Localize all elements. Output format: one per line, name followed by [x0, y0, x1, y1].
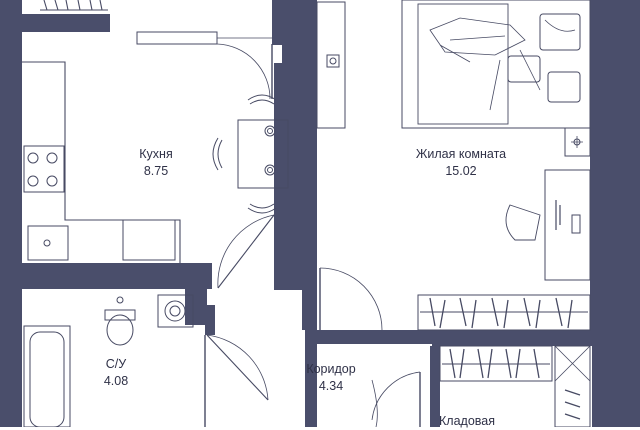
living-room-label: Жилая комната 15.02: [416, 146, 506, 180]
kitchen-name: Кухня: [139, 147, 173, 161]
kitchen-label: Кухня 8.75: [139, 146, 172, 180]
corridor-label: Коридор 4.34: [306, 361, 355, 395]
corridor-area: 4.34: [318, 379, 344, 393]
storage-name: Кладовая: [439, 414, 495, 428]
living-room-area: 15.02: [445, 164, 477, 178]
bathroom-room: [23, 294, 269, 427]
corridor-area: [371, 371, 421, 427]
living-room: [316, 0, 591, 331]
bathroom-label: С/У 4.08: [104, 356, 128, 390]
corridor-name: Коридор: [306, 362, 356, 376]
storage-room: [439, 345, 591, 427]
storage-label: Кладовая: [439, 413, 495, 430]
living-room-name: Жилая комната: [415, 147, 507, 161]
kitchen-room: [22, 31, 289, 289]
kitchen-area: 8.75: [143, 164, 169, 178]
bathroom-area: 4.08: [103, 374, 129, 388]
top-hanger-rail: [40, 0, 108, 11]
bathroom-name: С/У: [105, 357, 127, 371]
